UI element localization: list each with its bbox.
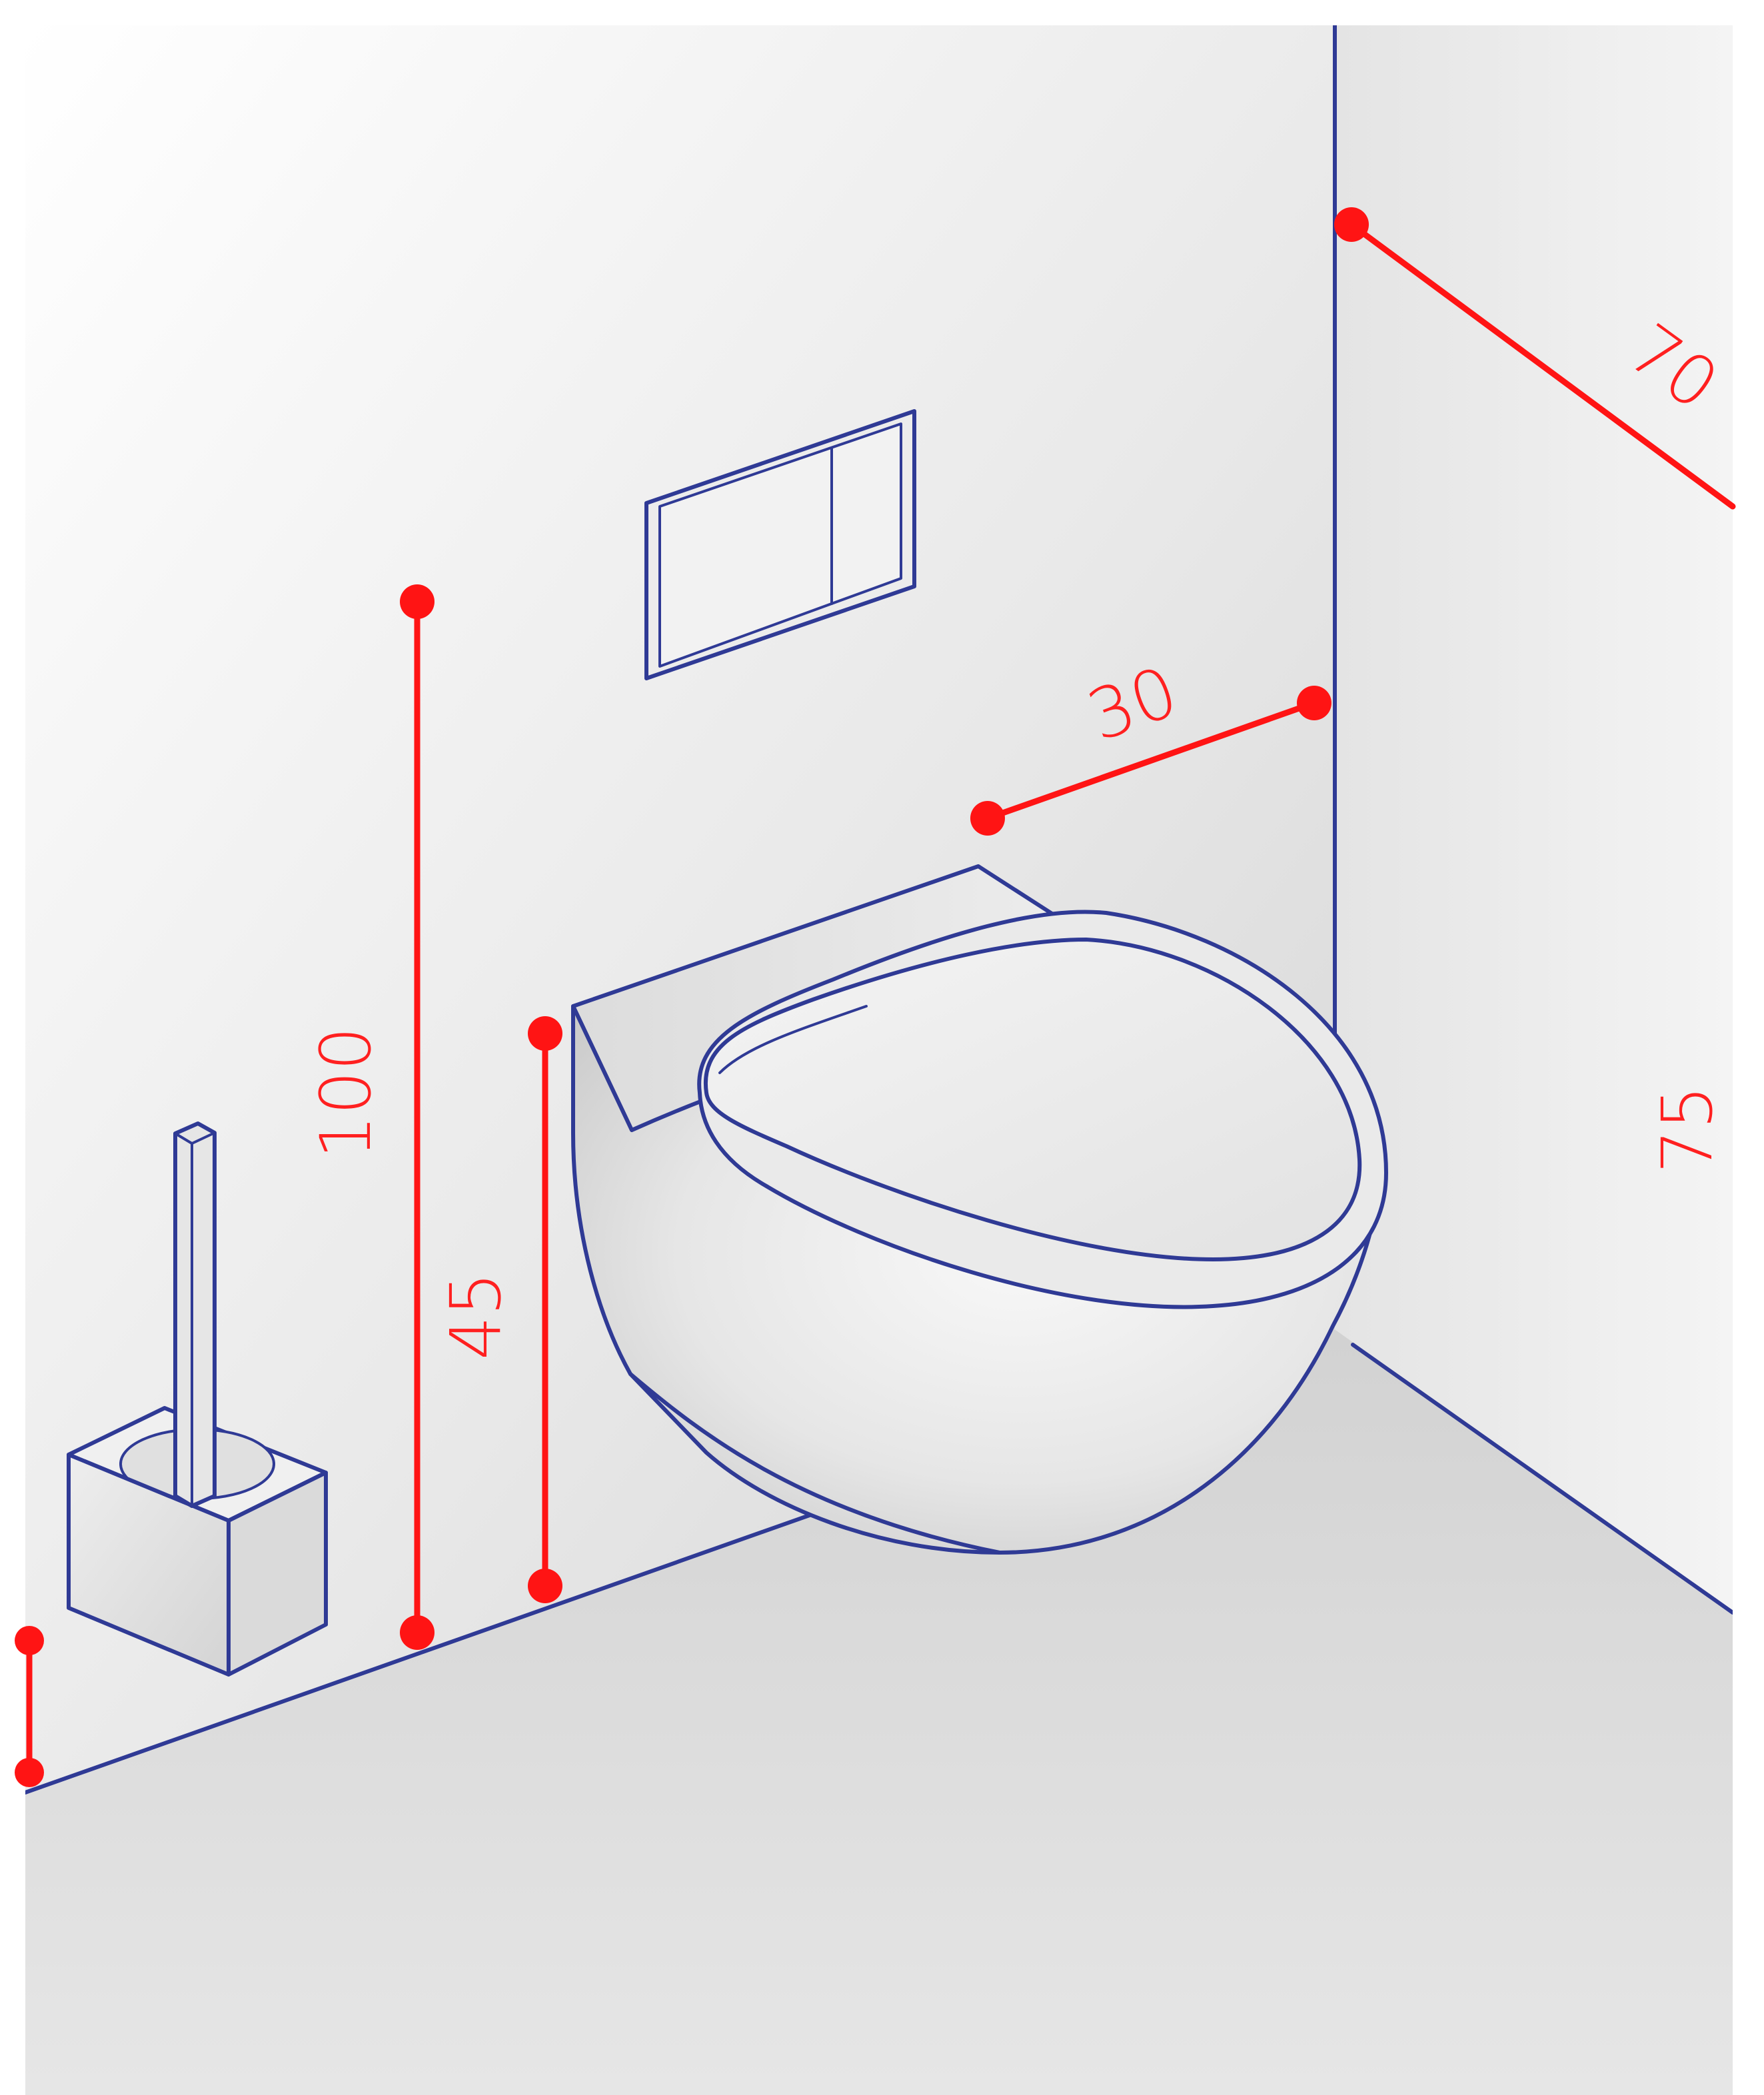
dimension-label-75: 75 xyxy=(1647,1085,1728,1173)
dimension-100: 100 xyxy=(305,584,435,1650)
dimension-45: 45 xyxy=(435,1016,562,1603)
flush-plate xyxy=(644,409,916,680)
wall-hung-toilet xyxy=(571,864,1388,1555)
floor xyxy=(25,1329,1733,2095)
dimension-75: 75 xyxy=(1647,1085,1728,1173)
dimension-label-100: 100 xyxy=(305,1027,387,1159)
floor-edge-right xyxy=(1351,1343,1735,1615)
side-wall xyxy=(1335,25,1733,1613)
dimension-left-edge xyxy=(15,1626,44,1787)
dimension-label-45: 45 xyxy=(435,1272,516,1360)
toilet-brush xyxy=(67,1121,328,1677)
floor-edge-left xyxy=(23,1511,819,1794)
